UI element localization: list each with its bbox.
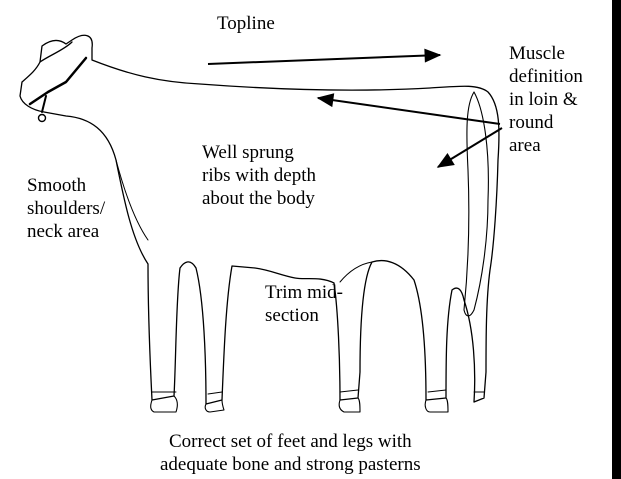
loin-arrow: [318, 98, 500, 124]
label-line: in loin &: [509, 88, 583, 111]
topline-arrow: [208, 55, 440, 64]
label-line: adequate bone and strong pasterns: [160, 453, 421, 476]
label-line: Smooth: [27, 174, 105, 197]
label-topline: Topline: [217, 12, 275, 35]
label-line: definition: [509, 65, 583, 88]
label-feet-and-legs: Correct set of feet and legs with adequa…: [160, 430, 421, 476]
label-line: section: [265, 304, 343, 327]
label-line: shoulders/: [27, 197, 105, 220]
label-smooth-shoulders: Smooth shoulders/ neck area: [27, 174, 105, 243]
label-line: Correct set of feet and legs with: [160, 430, 421, 453]
label-line: area: [509, 134, 583, 157]
label-line: about the body: [202, 187, 316, 210]
label-line: Well sprung: [202, 141, 316, 164]
label-line: round: [509, 111, 583, 134]
label-muscle-definition: Muscle definition in loin & round area: [509, 42, 583, 157]
label-well-sprung-ribs: Well sprung ribs with depth about the bo…: [202, 141, 316, 210]
belly-detail: [340, 262, 372, 282]
label-topline-line: Topline: [217, 12, 275, 35]
halter-ring: [39, 115, 46, 122]
round-arrow: [438, 128, 502, 167]
tail-outline: [464, 92, 488, 316]
label-line: ribs with depth: [202, 164, 316, 187]
label-line: Trim mid-: [265, 281, 343, 304]
ear-detail: [40, 42, 72, 62]
right-edge-bar: [612, 0, 621, 479]
halter-noseband: [42, 96, 46, 112]
label-line: neck area: [27, 220, 105, 243]
dewclaw-lines: [152, 390, 484, 394]
label-trim-midsection: Trim mid- section: [265, 281, 343, 327]
label-line: Muscle: [509, 42, 583, 65]
